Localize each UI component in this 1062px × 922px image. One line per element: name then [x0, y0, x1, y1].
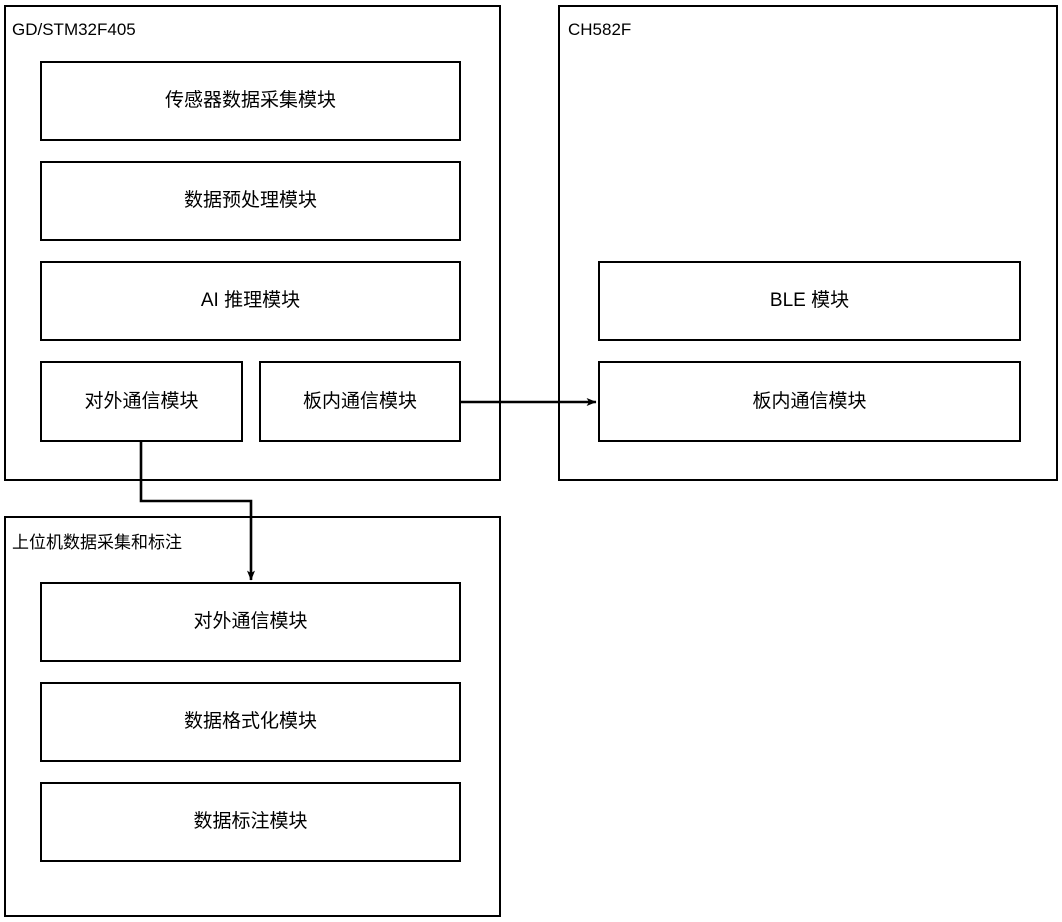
module-label-ai-inference: AI 推理模块: [200, 290, 301, 311]
module-label-sensor-acq: 传感器数据采集模块: [164, 90, 336, 111]
module-ble[interactable]: BLE 模块: [598, 261, 1021, 341]
module-ai-inference[interactable]: AI 推理模块: [40, 261, 461, 341]
module-label-onboard-comm-ble: 板内通信模块: [752, 390, 867, 412]
module-external-comm[interactable]: 对外通信模块: [40, 361, 243, 442]
module-data-preprocess[interactable]: 数据预处理模块: [40, 161, 461, 241]
module-onboard-comm[interactable]: 板内通信模块: [259, 361, 461, 442]
module-sensor-acq[interactable]: 传感器数据采集模块: [40, 61, 461, 141]
module-label-onboard-comm: 板内通信模块: [302, 390, 417, 412]
module-label-host-data-format: 数据格式化模块: [183, 711, 317, 732]
module-label-external-comm: 对外通信模块: [84, 390, 199, 412]
module-label-host-data-label: 数据标注模块: [193, 811, 308, 832]
module-onboard-comm-ble[interactable]: 板内通信模块: [598, 361, 1021, 442]
module-host-data-format[interactable]: 数据格式化模块: [40, 682, 461, 762]
group-title-mcu-main: GD/STM32F405: [12, 20, 136, 39]
module-host-external-comm[interactable]: 对外通信模块: [40, 582, 461, 662]
module-label-ble: BLE 模块: [769, 290, 850, 311]
module-label-data-preprocess: 数据预处理模块: [183, 190, 317, 211]
module-label-host-external-comm: 对外通信模块: [193, 611, 308, 632]
module-host-data-label[interactable]: 数据标注模块: [40, 782, 461, 862]
group-title-host-pc: 上位机数据采集和标注: [12, 533, 182, 552]
group-title-ble-chip: CH582F: [568, 20, 632, 39]
